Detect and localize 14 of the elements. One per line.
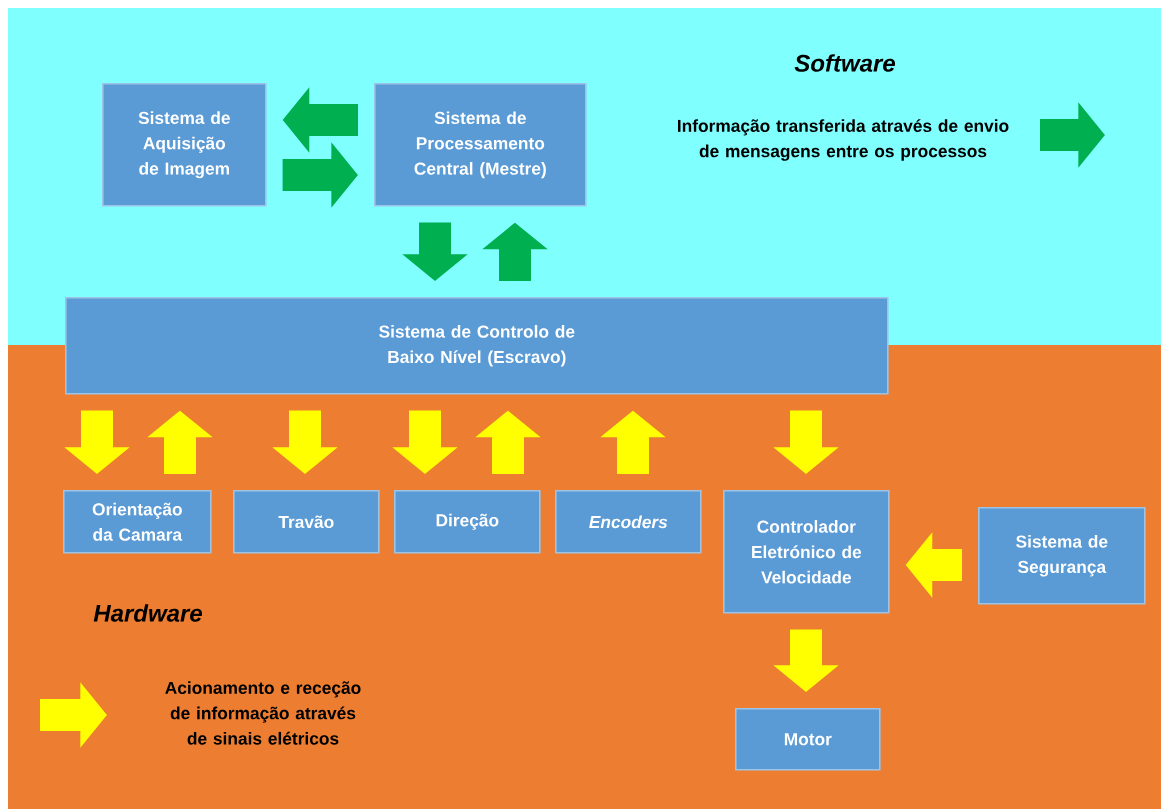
- process-box: Sistema de Aquisição de Imagem: [102, 83, 267, 207]
- section-heading: Hardware: [93, 604, 203, 622]
- legend-text: Informação transferida através de envio de mensagens entre os processos: [678, 119, 1009, 161]
- process-box: Travão: [233, 490, 380, 554]
- process-box: Sistema de Controlo de Baixo Nível (Escravo): [65, 297, 889, 395]
- process-box: Motor: [735, 708, 881, 771]
- process-box: Direção: [394, 490, 541, 554]
- process-box: Orientação da Camara: [63, 490, 212, 554]
- process-box: Encoders: [555, 490, 702, 554]
- process-box: Sistema de Processamento Central (Mestre): [374, 83, 587, 207]
- legend-text: Acionamento e receção de informação através de sinais elétricos: [165, 681, 361, 745]
- process-box: Controlador Eletrónico de Velocidade: [723, 490, 890, 614]
- process-box: Sistema de Segurança: [978, 507, 1146, 605]
- section-heading: Software: [794, 54, 896, 72]
